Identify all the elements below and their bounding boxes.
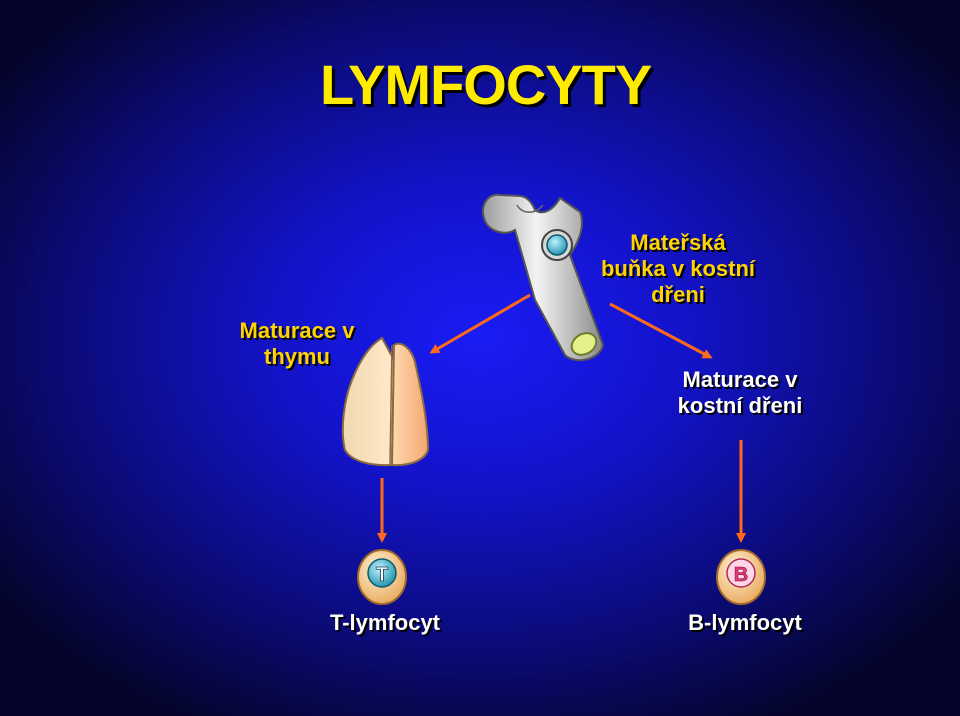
- t-cell-letter: T: [376, 564, 388, 586]
- label-marrow-line1: Maturace v: [682, 367, 798, 392]
- thymus-icon: [341, 336, 430, 467]
- label-thymus-maturation: Maturace v thymu: [222, 318, 372, 370]
- label-stem-line3: dřeni: [651, 282, 705, 307]
- page-title: LYMFOCYTY: [320, 53, 652, 116]
- b-cell-letter: B: [734, 564, 748, 586]
- label-thymus-line2: thymu: [264, 344, 330, 369]
- stem-cell-icon: [546, 234, 568, 256]
- arrow-to-marrow: [609, 302, 713, 359]
- label-stem-line1: Mateřská: [630, 230, 726, 255]
- t-cell-icon: T: [357, 549, 407, 605]
- bone-icon: [482, 193, 605, 362]
- label-thymus-line1: Maturace v: [239, 318, 355, 343]
- label-stem-cell: Mateřská buňka v kostní dřeni: [578, 230, 778, 308]
- label-stem-line2: buňka v kostní: [600, 256, 756, 281]
- b-cell-icon: B: [716, 549, 766, 605]
- arrows: [377, 293, 746, 543]
- label-t-lymphocyte: T-lymfocyt: [329, 610, 441, 635]
- label-marrow-line2: kostní dřeni: [677, 393, 803, 418]
- label-marrow-maturation: Maturace v kostní dřeni: [640, 367, 840, 419]
- arrow-to-thymus: [429, 293, 531, 354]
- label-b-lymphocyte: B-lymfocyt: [688, 610, 802, 635]
